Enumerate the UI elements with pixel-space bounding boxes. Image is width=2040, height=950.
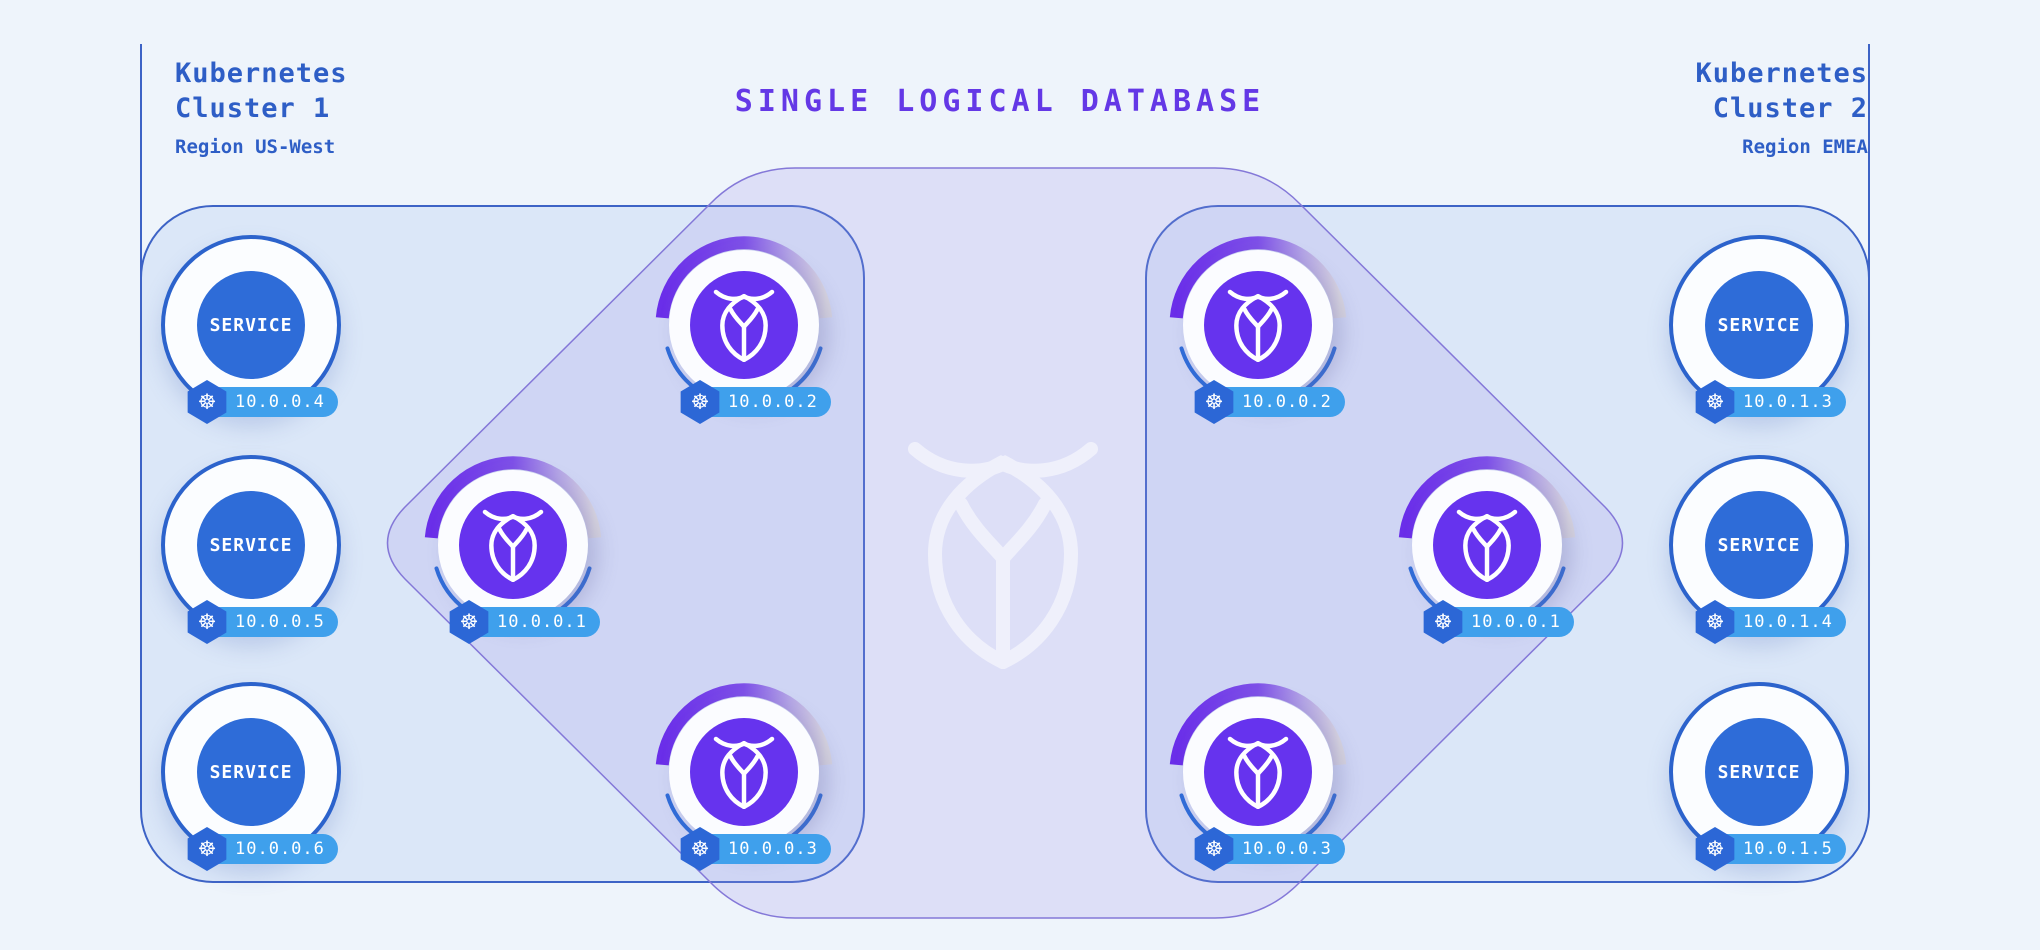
service-node: SERVICE ☸ 10.0.0.5 xyxy=(161,455,341,644)
node-ip: 10.0.0.3 xyxy=(1242,839,1332,859)
cockroachdb-node: ☸ 10.0.0.2 xyxy=(1168,235,1348,424)
service-node: SERVICE ☸ 10.0.0.6 xyxy=(161,682,341,871)
cluster-2-name-line1: Kubernetes xyxy=(1695,58,1868,89)
diagram-title: SINGLE LOGICAL DATABASE xyxy=(734,84,1266,119)
service-ring xyxy=(161,682,341,862)
db-node-disc xyxy=(1433,491,1541,599)
service-disc: SERVICE xyxy=(197,718,305,826)
service-label: SERVICE xyxy=(1717,314,1801,336)
service-node: SERVICE ☸ 10.0.1.3 xyxy=(1669,235,1849,424)
node-ip: 10.0.0.1 xyxy=(497,612,587,632)
cockroachdb-icon xyxy=(1227,289,1289,362)
cockroachdb-node: ☸ 10.0.0.3 xyxy=(1168,682,1348,871)
service-disc: SERVICE xyxy=(197,491,305,599)
service-label: SERVICE xyxy=(209,761,293,783)
cluster-2-name-line2: Cluster 2 xyxy=(1712,93,1868,124)
service-node: SERVICE ☸ 10.0.1.4 xyxy=(1669,455,1849,644)
cluster-2-header: Kubernetes Cluster 2 Region EMEA xyxy=(1695,56,1868,158)
cluster-2-name: Kubernetes Cluster 2 xyxy=(1695,56,1868,126)
cluster-1-header: Kubernetes Cluster 1 Region US-West xyxy=(175,56,348,158)
helm-wheel-icon: ☸ xyxy=(1706,833,1724,865)
cluster-1-name-line2: Cluster 1 xyxy=(175,93,331,124)
service-disc: SERVICE xyxy=(197,271,305,379)
helm-wheel-icon: ☸ xyxy=(1434,606,1452,638)
cockroachdb-icon xyxy=(482,509,544,582)
service-disc: SERVICE xyxy=(1705,718,1813,826)
helm-wheel-icon: ☸ xyxy=(1205,833,1223,865)
db-node-disc xyxy=(1204,718,1312,826)
service-disc: SERVICE xyxy=(1705,491,1813,599)
node-ip: 10.0.1.3 xyxy=(1743,392,1833,412)
helm-wheel-icon: ☸ xyxy=(1706,386,1724,418)
service-node: SERVICE ☸ 10.0.1.5 xyxy=(1669,682,1849,871)
cockroachdb-logo-icon xyxy=(908,442,1098,669)
node-ip: 10.0.0.4 xyxy=(235,392,325,412)
db-node-disc xyxy=(459,491,567,599)
node-ip: 10.0.1.5 xyxy=(1743,839,1833,859)
helm-wheel-icon: ☸ xyxy=(691,833,709,865)
helm-wheel-icon: ☸ xyxy=(691,386,709,418)
node-ip: 10.0.0.2 xyxy=(728,392,818,412)
service-label: SERVICE xyxy=(1717,761,1801,783)
node-ip: 10.0.0.3 xyxy=(728,839,818,859)
db-node-disc xyxy=(690,718,798,826)
service-disc: SERVICE xyxy=(1705,271,1813,379)
service-label: SERVICE xyxy=(209,314,293,336)
node-ip: 10.0.0.1 xyxy=(1471,612,1561,632)
helm-wheel-icon: ☸ xyxy=(460,606,478,638)
db-node-disc xyxy=(690,271,798,379)
node-ip: 10.0.0.6 xyxy=(235,839,325,859)
node-ip: 10.0.0.5 xyxy=(235,612,325,632)
helm-wheel-icon: ☸ xyxy=(198,386,216,418)
cluster-2-region: Region EMEA xyxy=(1742,136,1868,158)
service-node: SERVICE ☸ 10.0.0.4 xyxy=(161,235,341,424)
cockroachdb-node: ☸ 10.0.0.2 xyxy=(654,235,834,424)
cluster-1-region: Region US-West xyxy=(175,136,336,158)
cockroachdb-node: ☸ 10.0.0.1 xyxy=(1397,455,1577,644)
db-node-disc xyxy=(1204,271,1312,379)
helm-wheel-icon: ☸ xyxy=(1706,606,1724,638)
cockroachdb-icon xyxy=(713,736,775,809)
helm-wheel-icon: ☸ xyxy=(198,606,216,638)
cockroachdb-node: ☸ 10.0.0.3 xyxy=(654,682,834,871)
cockroachdb-icon xyxy=(1456,509,1518,582)
helm-wheel-icon: ☸ xyxy=(198,833,216,865)
cockroachdb-icon xyxy=(713,289,775,362)
node-ip: 10.0.1.4 xyxy=(1743,612,1833,632)
cockroachdb-node: ☸ 10.0.0.1 xyxy=(423,455,603,644)
cockroachdb-icon xyxy=(1227,736,1289,809)
helm-wheel-icon: ☸ xyxy=(1205,386,1223,418)
cluster-1-name-line1: Kubernetes xyxy=(175,58,348,89)
service-label: SERVICE xyxy=(209,534,293,556)
service-label: SERVICE xyxy=(1717,534,1801,556)
cluster-1-name: Kubernetes Cluster 1 xyxy=(175,56,348,126)
node-ip: 10.0.0.2 xyxy=(1242,392,1332,412)
